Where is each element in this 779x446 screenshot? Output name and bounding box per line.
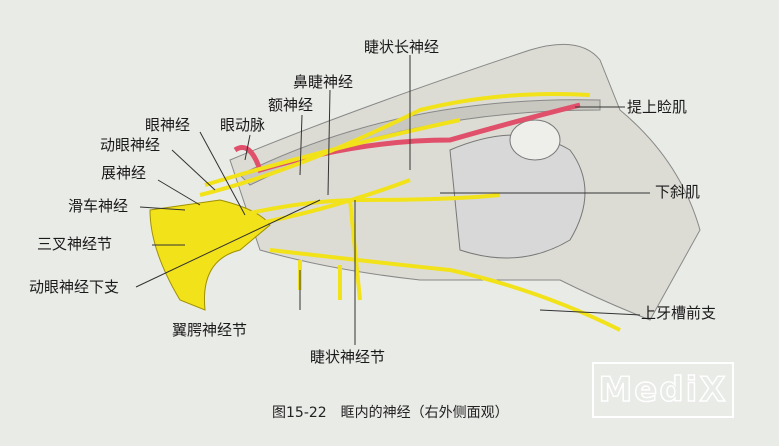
label-trigeminal-ganglion: 三叉神经节 <box>37 235 113 253</box>
label-anterior-superior-alveolar-branch: 上牙槽前支 <box>641 304 717 322</box>
label-pterygopalatine-ganglion: 翼腭神经节 <box>172 321 248 339</box>
label-nasociliary-nerve: 鼻睫神经 <box>293 73 354 91</box>
label-frontal-nerve: 额神经 <box>268 96 314 114</box>
label-oculomotor-inferior-branch: 动眼神经下支 <box>29 278 120 296</box>
lacrimal-gland <box>509 119 561 161</box>
label-ophthalmic-nerve: 眼神经 <box>145 116 191 134</box>
label-ophthalmic-artery: 眼动脉 <box>220 116 266 134</box>
label-abducens-nerve: 展神经 <box>101 164 147 182</box>
label-ciliary-long-nerve: 睫状长神经 <box>364 38 440 56</box>
trigeminal-ganglion-shape <box>149 199 271 311</box>
ophthalmic-artery <box>233 102 581 174</box>
label-inferior-oblique: 下斜肌 <box>655 183 701 201</box>
label-levator-muscle: 提上睑肌 <box>627 98 688 116</box>
label-oculomotor-nerve: 动眼神经 <box>100 136 161 154</box>
watermark-logo: MediX <box>592 362 734 418</box>
label-ciliary-ganglion: 睫状神经节 <box>310 348 386 366</box>
figure-caption: 图15-22 眶内的神经（右外侧面观） <box>272 405 509 421</box>
label-trochlear-nerve: 滑车神经 <box>68 197 129 215</box>
